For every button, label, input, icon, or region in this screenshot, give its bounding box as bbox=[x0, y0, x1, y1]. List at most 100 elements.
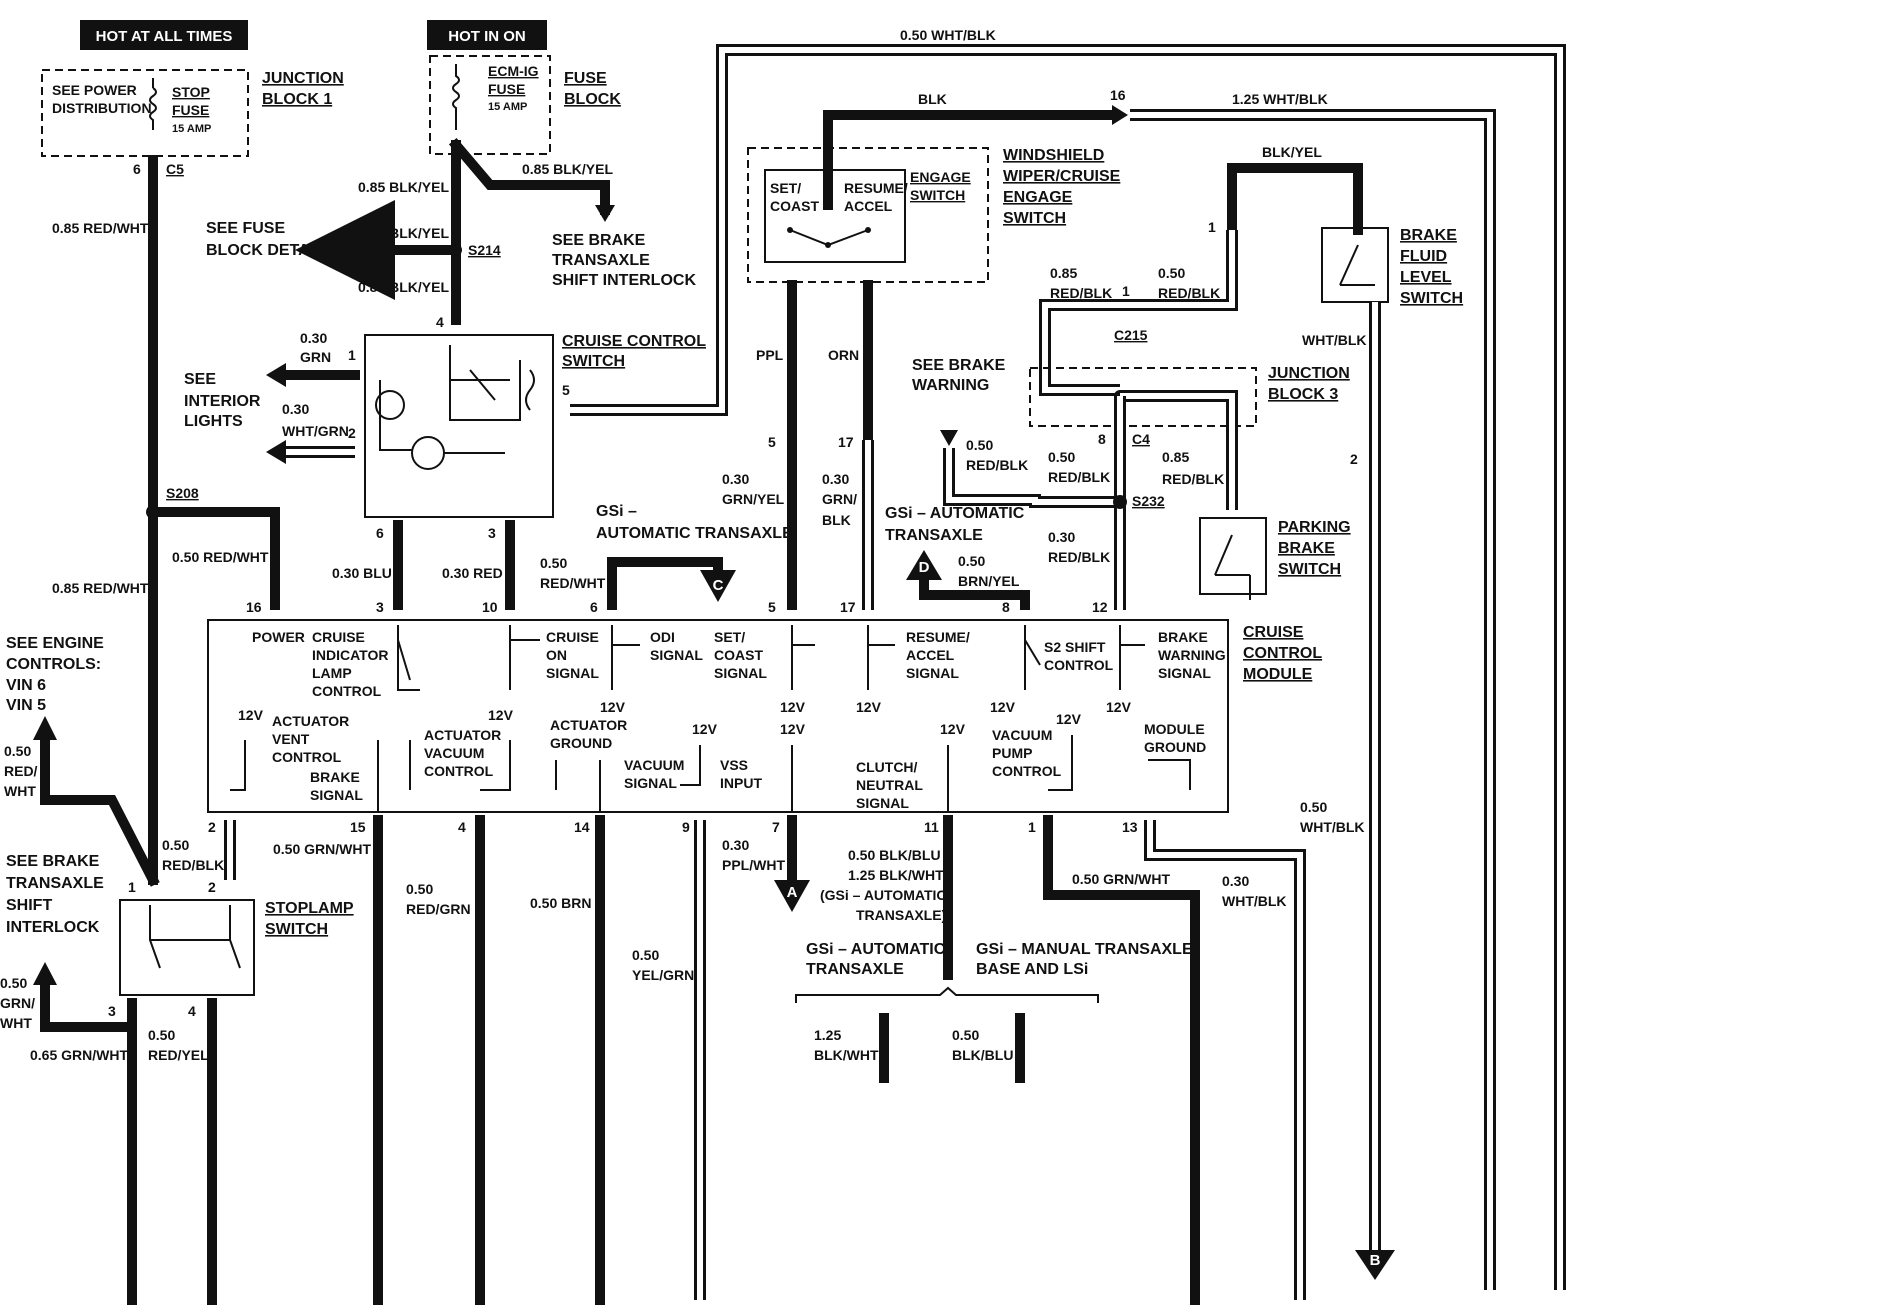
svg-text:CONTROL: CONTROL bbox=[312, 683, 382, 699]
svg-text:12: 12 bbox=[1092, 599, 1108, 615]
svg-text:2: 2 bbox=[1350, 451, 1358, 467]
svg-text:A: A bbox=[787, 884, 798, 901]
svg-text:4: 4 bbox=[188, 1003, 196, 1019]
svg-text:0.50 WHT/BLK: 0.50 WHT/BLK bbox=[900, 27, 996, 43]
svg-text:6: 6 bbox=[590, 599, 598, 615]
svg-text:HOT IN ON: HOT IN ON bbox=[448, 28, 526, 45]
hot-in-on-header: HOT IN ON bbox=[427, 20, 547, 50]
svg-text:GROUND: GROUND bbox=[550, 735, 612, 751]
brake-fluid-level-switch: BRAKE FLUID LEVEL SWITCH bbox=[1321, 227, 1463, 307]
svg-text:TRANSAXLE: TRANSAXLE bbox=[6, 875, 104, 892]
svg-text:0.30 RED: 0.30 RED bbox=[442, 565, 503, 581]
svg-text:BRAKE: BRAKE bbox=[310, 769, 360, 785]
svg-text:BRAKE: BRAKE bbox=[1278, 540, 1335, 557]
svg-text:0.85: 0.85 bbox=[1162, 449, 1189, 465]
svg-text:INDICATOR: INDICATOR bbox=[312, 647, 388, 663]
svg-text:CONTROLS:: CONTROLS: bbox=[6, 656, 101, 673]
svg-text:RESUME/: RESUME/ bbox=[906, 629, 970, 645]
stoplamp-switch: STOPLAMP SWITCH bbox=[119, 899, 354, 996]
svg-text:RED/BLK: RED/BLK bbox=[1050, 285, 1112, 301]
svg-text:12V: 12V bbox=[488, 707, 514, 723]
svg-text:SEE BRAKE: SEE BRAKE bbox=[6, 853, 100, 870]
svg-text:C: C bbox=[713, 577, 724, 594]
svg-text:YEL/GRN: YEL/GRN bbox=[632, 967, 694, 983]
svg-text:VENT: VENT bbox=[272, 731, 310, 747]
svg-text:GROUND: GROUND bbox=[1144, 739, 1206, 755]
svg-text:WHT/GRN: WHT/GRN bbox=[282, 423, 349, 439]
svg-text:0.30: 0.30 bbox=[822, 471, 849, 487]
svg-text:WINDSHIELD: WINDSHIELD bbox=[1003, 147, 1104, 164]
svg-text:11: 11 bbox=[924, 819, 939, 835]
svg-text:SIGNAL: SIGNAL bbox=[1158, 665, 1211, 681]
svg-text:RED/BLK: RED/BLK bbox=[1162, 471, 1224, 487]
svg-text:BLK/BLU: BLK/BLU bbox=[952, 1047, 1013, 1063]
svg-text:FLUID: FLUID bbox=[1400, 248, 1447, 265]
svg-text:17: 17 bbox=[838, 434, 854, 450]
svg-text:RED/BLK: RED/BLK bbox=[1048, 549, 1110, 565]
svg-text:S232: S232 bbox=[1132, 493, 1165, 509]
svg-text:VACUUM: VACUUM bbox=[992, 727, 1052, 743]
svg-text:VSS: VSS bbox=[720, 757, 748, 773]
svg-text:0.50: 0.50 bbox=[952, 1027, 979, 1043]
svg-text:12V: 12V bbox=[692, 721, 718, 737]
svg-text:0.30: 0.30 bbox=[722, 471, 749, 487]
svg-text:GSi – MANUAL TRANSAXLE,: GSi – MANUAL TRANSAXLE, bbox=[976, 941, 1197, 958]
wire-085-blk-yel-branch bbox=[448, 137, 610, 215]
svg-text:0.30 BLU: 0.30 BLU bbox=[332, 565, 392, 581]
svg-text:RED/BLK: RED/BLK bbox=[1158, 285, 1220, 301]
svg-text:1: 1 bbox=[1028, 819, 1036, 835]
wire-blk bbox=[823, 110, 1117, 210]
svg-text:5: 5 bbox=[768, 599, 776, 615]
svg-text:SIGNAL: SIGNAL bbox=[906, 665, 959, 681]
svg-text:BLK: BLK bbox=[822, 512, 851, 528]
off-page-c bbox=[700, 570, 736, 602]
svg-text:SEE BRAKE: SEE BRAKE bbox=[552, 232, 646, 249]
svg-text:ORN: ORN bbox=[828, 347, 859, 363]
svg-text:WIPER/CRUISE: WIPER/CRUISE bbox=[1003, 168, 1121, 185]
svg-text:12V: 12V bbox=[1056, 711, 1082, 727]
svg-text:GSi – AUTOMATIC: GSi – AUTOMATIC bbox=[885, 505, 1025, 522]
svg-text:POWER: POWER bbox=[252, 629, 305, 645]
svg-text:0.65 GRN/WHT: 0.65 GRN/WHT bbox=[30, 1047, 128, 1063]
svg-text:SHIFT: SHIFT bbox=[6, 897, 52, 914]
svg-text:1: 1 bbox=[348, 347, 356, 363]
svg-text:CONTROL: CONTROL bbox=[424, 763, 494, 779]
svg-text:ENGAGE: ENGAGE bbox=[910, 169, 971, 185]
svg-text:SEE FUSE: SEE FUSE bbox=[206, 220, 285, 237]
wire-050-red-wht-s208 bbox=[148, 507, 280, 610]
svg-text:AUTOMATIC TRANSAXLE: AUTOMATIC TRANSAXLE bbox=[596, 525, 793, 542]
svg-text:12V: 12V bbox=[1106, 699, 1132, 715]
svg-text:C5: C5 bbox=[166, 161, 184, 177]
svg-text:TRANSAXLE: TRANSAXLE bbox=[552, 252, 650, 269]
svg-text:C215: C215 bbox=[1114, 327, 1148, 343]
svg-text:6: 6 bbox=[376, 525, 384, 541]
svg-text:WARNING: WARNING bbox=[1158, 647, 1226, 663]
svg-text:0.50 BRN: 0.50 BRN bbox=[530, 895, 591, 911]
svg-text:7: 7 bbox=[772, 819, 780, 835]
svg-text:BLOCK DETAILS: BLOCK DETAILS bbox=[206, 242, 335, 259]
svg-text:1: 1 bbox=[1208, 219, 1216, 235]
svg-text:0.50: 0.50 bbox=[0, 975, 27, 991]
svg-text:SIGNAL: SIGNAL bbox=[650, 647, 703, 663]
svg-text:1.25 WHT/BLK: 1.25 WHT/BLK bbox=[1232, 91, 1328, 107]
svg-text:0.50: 0.50 bbox=[966, 437, 993, 453]
svg-text:CONTROL: CONTROL bbox=[1243, 645, 1322, 662]
svg-text:FUSE: FUSE bbox=[488, 81, 525, 97]
svg-text:HOT AT ALL TIMES: HOT AT ALL TIMES bbox=[96, 28, 233, 45]
svg-text:D: D bbox=[919, 559, 930, 576]
junction-block-1: SEE POWER DISTRIBUTION STOP FUSE 15 AMP … bbox=[41, 69, 344, 177]
svg-text:8: 8 bbox=[1002, 599, 1010, 615]
svg-text:COAST: COAST bbox=[714, 647, 763, 663]
svg-text:SWITCH: SWITCH bbox=[265, 921, 328, 938]
svg-text:INTERLOCK: INTERLOCK bbox=[6, 919, 100, 936]
svg-text:WHT/BLK: WHT/BLK bbox=[1302, 332, 1367, 348]
cruise-control-switch: CRUISE CONTROL SWITCH 4 5 6 3 1 2 bbox=[348, 314, 706, 541]
svg-text:PPL: PPL bbox=[756, 347, 784, 363]
svg-text:CRUISE: CRUISE bbox=[1243, 624, 1304, 641]
off-page-d bbox=[906, 550, 942, 580]
svg-text:5: 5 bbox=[562, 382, 570, 398]
svg-text:LEVEL: LEVEL bbox=[1400, 269, 1452, 286]
svg-text:1.25 BLK/WHT: 1.25 BLK/WHT bbox=[848, 867, 944, 883]
svg-text:FUSE: FUSE bbox=[564, 70, 607, 87]
